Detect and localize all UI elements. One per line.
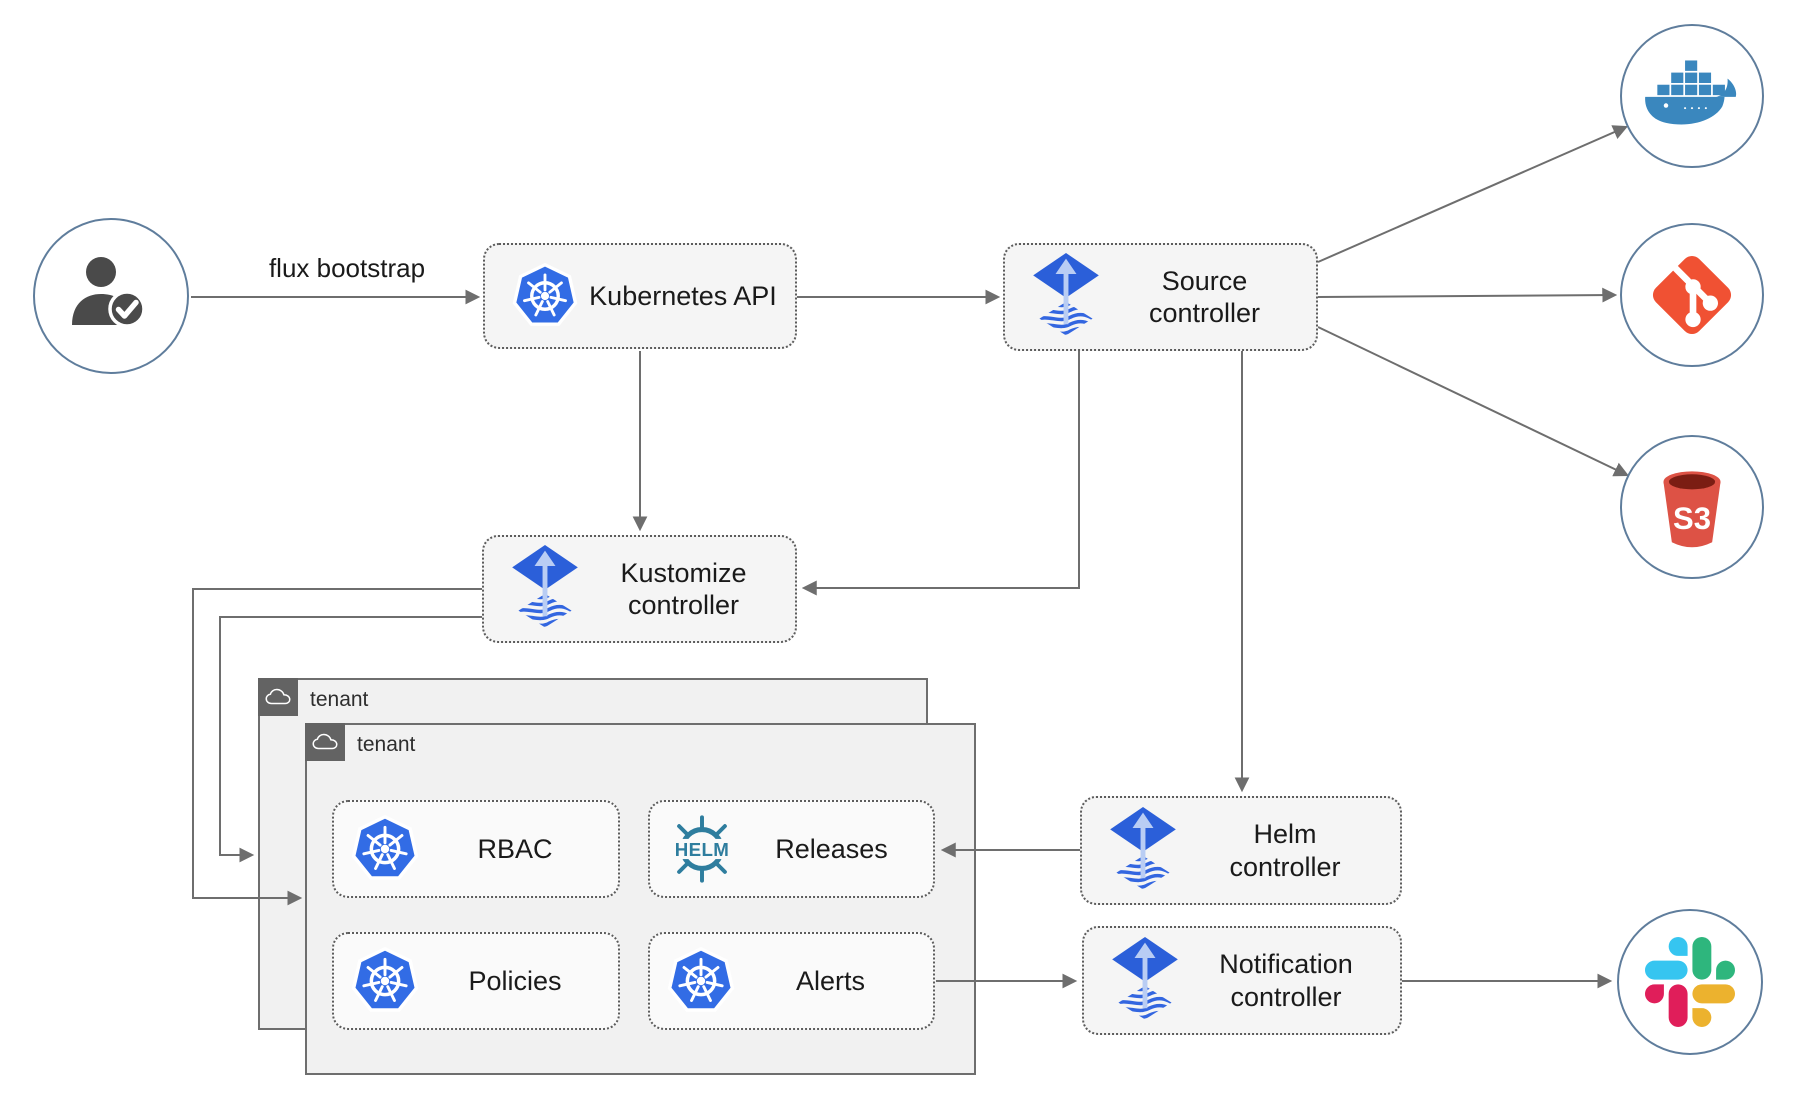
flux-icon <box>1110 937 1180 1025</box>
node-source-controller: Source controller <box>1003 243 1318 351</box>
docker-node <box>1620 24 1764 168</box>
node-policies: Policies <box>332 932 620 1030</box>
node-rbac: RBAC <box>332 800 620 898</box>
kubernetes-icon <box>351 815 419 880</box>
node-label: Releases <box>775 833 888 864</box>
tenant-badge <box>305 723 345 761</box>
git-icon <box>1641 244 1743 346</box>
tenant-label: tenant <box>310 688 369 711</box>
node-label: Notification controller <box>1219 949 1353 1012</box>
node-label: Kubernetes API <box>589 280 777 311</box>
node-label: Policies <box>468 965 562 996</box>
edge-label-flux-bootstrap: flux bootstrap <box>268 253 426 283</box>
node-releases: Releases <box>648 800 935 898</box>
slack-icon <box>1645 937 1735 1027</box>
edge-source-controller-to-docker <box>1317 125 1629 263</box>
node-notification-controller: Notification controller <box>1082 926 1402 1035</box>
s3-node <box>1620 435 1764 579</box>
node-label: Alerts <box>795 965 866 996</box>
user-node <box>33 218 189 374</box>
user-check-icon <box>61 246 161 346</box>
edge-source-controller-to-s3 <box>1317 326 1630 477</box>
kubernetes-icon <box>667 947 735 1012</box>
edge-source-controller-to-git <box>1317 287 1618 303</box>
edge-source-controller-to-kustomize-controller <box>801 351 1080 596</box>
kubernetes-icon <box>351 947 419 1012</box>
node-label: RBAC <box>477 833 553 864</box>
helm-icon <box>666 813 738 885</box>
node-label: Source controller <box>1148 265 1261 328</box>
docker-icon <box>1645 60 1737 125</box>
node-kustomize-controller: Kustomize controller <box>482 535 797 643</box>
tenant-badge <box>258 678 298 716</box>
s3-bucket-icon <box>1663 471 1721 548</box>
node-label: Kustomize controller <box>620 557 747 620</box>
node-kubernetes-api: Kubernetes API <box>483 243 797 349</box>
cloud-icon <box>312 733 338 750</box>
cloud-icon <box>265 688 291 705</box>
git-node <box>1620 223 1764 367</box>
kubernetes-icon <box>512 263 578 326</box>
node-alerts: Alerts <box>648 932 935 1030</box>
slack-node <box>1617 909 1763 1055</box>
node-label: Helm controller <box>1229 819 1341 882</box>
flux-icon <box>510 545 580 633</box>
flux-icon <box>1108 807 1178 895</box>
flux-icon <box>1031 253 1101 341</box>
node-helm-controller: Helm controller <box>1080 796 1402 905</box>
tenant-label: tenant <box>357 733 416 756</box>
